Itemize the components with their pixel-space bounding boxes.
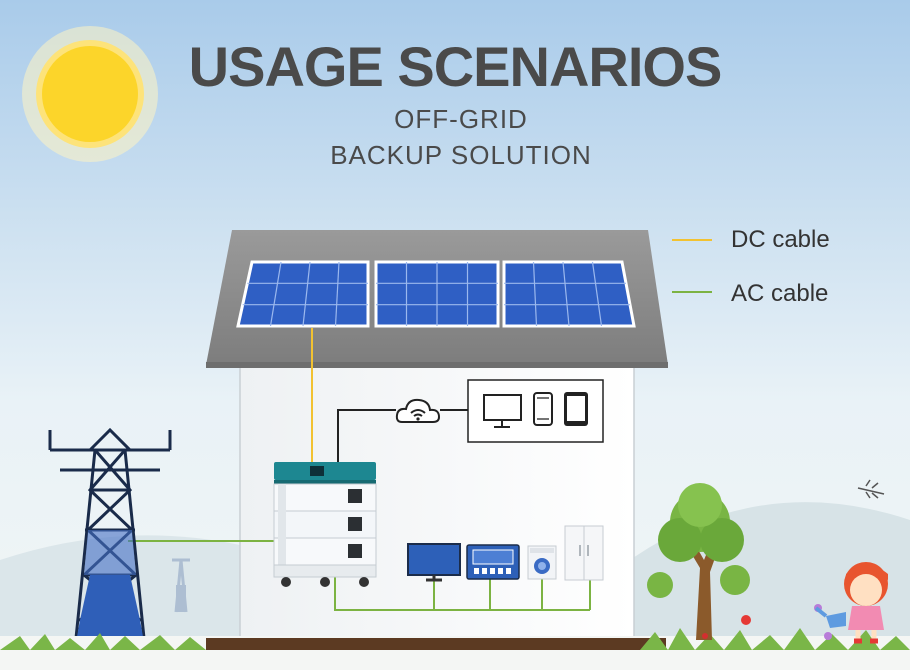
solar-panel <box>236 260 370 328</box>
solar-panel <box>374 260 500 328</box>
power-tower-icon <box>48 427 172 650</box>
panel-grid-line <box>302 261 311 327</box>
control-panel-icon <box>466 544 520 580</box>
phone-icon <box>533 392 553 426</box>
battery-modules <box>273 483 377 566</box>
ground <box>0 628 910 670</box>
subtitle-backup-solution: BACKUP SOLUTION <box>330 140 592 170</box>
tablet-icon <box>564 392 588 426</box>
panel-grid-line <box>334 261 340 327</box>
refrigerator-icon <box>564 525 604 581</box>
tv-icon <box>407 543 461 582</box>
battery-stack <box>273 462 377 587</box>
distant-tower <box>172 558 190 613</box>
legend-ac-label: AC cable <box>731 280 829 307</box>
data-link-line <box>337 409 468 462</box>
girl-icon <box>814 562 888 644</box>
washing-machine-icon <box>527 545 557 580</box>
panel-grid-line <box>532 261 538 327</box>
panel-grid-line <box>591 261 603 327</box>
page-title: USAGE SCENARIOS <box>188 35 723 98</box>
legend-dc-label: DC cable <box>731 226 830 253</box>
roof-edge <box>206 362 668 368</box>
panel-grid-line <box>562 261 570 327</box>
dragonfly-icon <box>857 479 885 499</box>
monitor-icon <box>483 394 522 428</box>
wifi-cloud-icon <box>395 398 441 423</box>
subtitle-off-grid: OFF-GRID <box>394 104 528 134</box>
solar-panels <box>236 260 636 328</box>
monitoring-devices-box <box>467 379 604 443</box>
panel-grid-line <box>269 261 282 327</box>
sun-icon <box>22 26 158 162</box>
solar-panel <box>502 260 636 328</box>
tree-icon <box>647 483 750 640</box>
